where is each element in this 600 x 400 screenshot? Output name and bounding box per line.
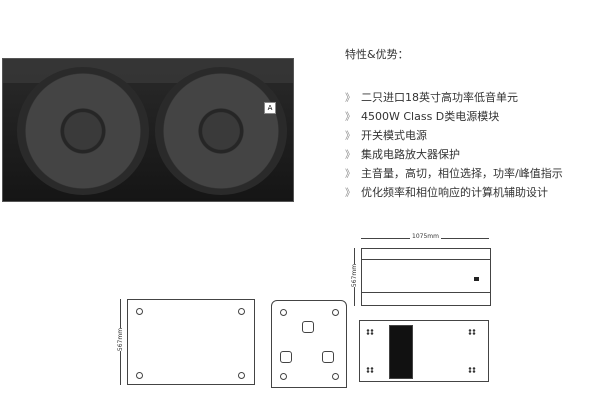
height-dimension-label-top: 567mm bbox=[117, 327, 125, 352]
speaker-product-image: A bbox=[2, 58, 294, 202]
width-dimension-label: 1075mm bbox=[410, 233, 441, 240]
features-heading: 特性&优势： bbox=[345, 48, 409, 61]
chevron-icon: 》 bbox=[345, 188, 355, 199]
height-dimension-label-front: 567mm bbox=[351, 263, 359, 288]
feature-item: 》二只进口18英寸高功率低音单元 bbox=[345, 91, 518, 104]
woofer-left bbox=[17, 67, 149, 195]
features-panel: 特性&优势： 》二只进口18英寸高功率低音单元 》4500W Class D类电… bbox=[345, 46, 563, 202]
top-view-drawing bbox=[127, 299, 255, 385]
feature-item: 》开关模式电源 bbox=[345, 129, 427, 142]
feature-item: 》优化频率和相位响应的计算机辅助设计 bbox=[345, 186, 548, 199]
chevron-icon: 》 bbox=[345, 93, 355, 104]
feature-item: 》4500W Class D类电源模块 bbox=[345, 110, 500, 123]
front-elevation-drawing bbox=[361, 248, 491, 306]
chevron-icon: 》 bbox=[345, 150, 355, 161]
chevron-icon: 》 bbox=[345, 112, 355, 123]
brand-logo-icon: A bbox=[264, 102, 276, 114]
feature-item: 》集成电路放大器保护 bbox=[345, 148, 460, 161]
woofer-right bbox=[155, 67, 287, 195]
chevron-icon: 》 bbox=[345, 131, 355, 142]
side-view-drawing bbox=[271, 300, 347, 388]
features-list: 》二只进口18英寸高功率低音单元 》4500W Class D类电源模块 》开关… bbox=[345, 88, 563, 202]
feature-item: 》主音量，高切，相位选择，功率/峰值指示 bbox=[345, 167, 563, 180]
rear-view-drawing bbox=[359, 320, 489, 382]
chevron-icon: 》 bbox=[345, 169, 355, 180]
amplifier-panel bbox=[389, 325, 413, 379]
